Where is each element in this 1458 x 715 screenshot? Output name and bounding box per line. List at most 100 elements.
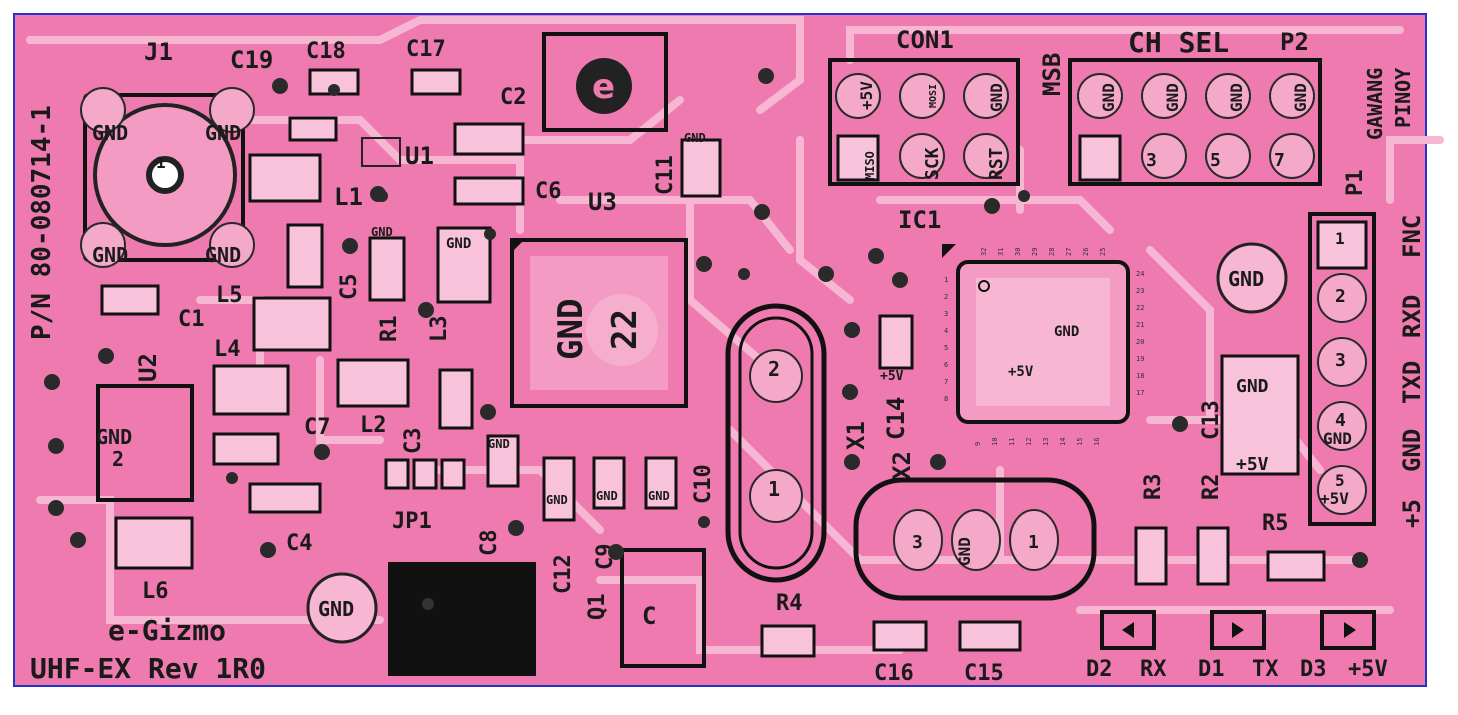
d1-label: D1 — [1198, 657, 1225, 682]
ic1-5v: +5V — [1008, 364, 1034, 380]
tagline-line-2: PINOY — [1391, 68, 1415, 128]
e-gizmo-logo: e — [542, 32, 668, 132]
p1-pin-2: 2 — [1335, 286, 1346, 307]
ic1-pin-4: 4 — [944, 327, 948, 335]
c16-part — [872, 620, 928, 652]
ic1-pin-22: 22 — [1136, 304, 1144, 312]
j1-gnd-bl: GND — [92, 243, 128, 267]
c1-label: C1 — [178, 307, 205, 332]
c15-part — [958, 620, 1022, 652]
c2-label: C2 — [500, 85, 527, 110]
u2-label: U2 — [134, 353, 162, 382]
r1-gnd: GND — [371, 225, 393, 239]
u2-gnd: GND — [96, 425, 132, 449]
brand-label: e-Gizmo — [108, 614, 226, 647]
gnd-mount-left-label: GND — [318, 597, 354, 621]
ic1-pin-16: 16 — [1093, 438, 1101, 446]
gnd-mount-right-label: GND — [1228, 267, 1264, 291]
c4-part — [248, 482, 322, 514]
ic1-pin-26: 26 — [1082, 248, 1090, 256]
p1-5v-side: +5 — [1398, 499, 1426, 528]
u3-pin-label: 22 — [605, 309, 645, 350]
ic1-pin-6: 6 — [944, 361, 948, 369]
jp1-jumper: JP1 — [384, 458, 466, 534]
c7-label: C7 — [304, 415, 331, 440]
c13-label: C13 — [1199, 400, 1224, 440]
p1-pin-3: 3 — [1335, 350, 1346, 371]
three-pin-connector: 3 GND 1 — [853, 477, 1097, 601]
smd-parts-top: GND GND GND — [100, 68, 722, 430]
c14-5v: +5V — [880, 369, 904, 384]
r3-part — [1134, 526, 1168, 586]
q1-c: C — [642, 602, 656, 630]
p1-5v: +5V — [1320, 489, 1349, 508]
u2-pin-2: 2 — [112, 447, 124, 471]
p1-gnd: GND — [1323, 429, 1352, 448]
gnd-mount-right: GND — [1216, 242, 1288, 314]
l6-part — [114, 516, 194, 570]
r4-label: R4 — [776, 591, 803, 616]
ic1-pin-17: 17 — [1136, 389, 1144, 397]
r3-label: R3 — [1141, 474, 1166, 501]
ic1-pin-25: 25 — [1099, 248, 1107, 256]
c18-label: C18 — [306, 39, 346, 64]
j1-connector: J1 GND GND GND GND 1 — [80, 38, 255, 268]
u3-gnd-label: GND — [551, 299, 591, 360]
p2-label: P2 — [1280, 28, 1309, 56]
c5-label: C5 — [337, 274, 362, 301]
l6-label: L6 — [142, 579, 169, 604]
large-ground-pad — [388, 562, 536, 676]
x2-label: X2 — [888, 451, 916, 480]
p2-gnd-4: GND — [1163, 83, 1182, 112]
ic1-pin-14: 14 — [1059, 438, 1067, 446]
ch-sel-label: CH SEL — [1128, 26, 1229, 59]
r5-label: R5 — [1262, 511, 1289, 536]
ic1-pin-10: 10 — [991, 438, 999, 446]
j1-gnd-br: GND — [205, 243, 241, 267]
led-diodes: D2 RX D1 TX D3 +5V — [1086, 610, 1388, 682]
p1-header: P1 1 2 3 4 GND 5 +5V FNC RXD TXD GND +5 — [1308, 170, 1426, 528]
u2-regulator: GND 2 U2 — [96, 353, 194, 502]
ic1-pin-13: 13 — [1042, 438, 1050, 446]
r5-part — [1266, 550, 1326, 582]
conn-pin-3: 3 — [912, 532, 923, 553]
ic1-pin-9: 9 — [974, 442, 982, 446]
j1-gnd-tr: GND — [205, 121, 241, 145]
board-title: UHF-EX Rev 1R0 — [30, 652, 266, 685]
r1-label: R1 — [377, 316, 402, 343]
conn-pin-1: 1 — [1028, 532, 1039, 553]
ic1-pin-15: 15 — [1076, 438, 1084, 446]
con1-mosi: MOSI — [928, 84, 939, 108]
c8-label: C8 — [477, 530, 502, 557]
p1-pin-1: 1 — [1335, 229, 1345, 248]
con1-label: CON1 — [896, 26, 954, 54]
crystal-x1: 2 1 — [725, 303, 827, 583]
c15-label: C15 — [964, 661, 1004, 686]
x1-pin-1: 1 — [768, 477, 780, 501]
l3-label: L3 — [427, 316, 452, 343]
ic1-pin-31: 31 — [997, 248, 1005, 256]
p1-pin-4: 4 — [1335, 410, 1346, 431]
p2-pin-3: 3 — [1146, 150, 1157, 171]
ic1-pin-28: 28 — [1048, 248, 1056, 256]
ic1-pin-8: 8 — [944, 395, 948, 403]
r2-label: R2 — [1199, 474, 1224, 501]
c10-gnd: GND — [648, 489, 670, 503]
x1-label: X1 — [842, 421, 870, 450]
q1-label: Q1 — [585, 594, 610, 621]
c4-label: C4 — [286, 531, 313, 556]
p1-label: P1 — [1343, 170, 1368, 197]
c16-label: C16 — [874, 661, 914, 686]
c6-label: C6 — [535, 179, 562, 204]
p2-gnd-2: GND — [1099, 83, 1118, 112]
c11-label: C11 — [653, 155, 678, 195]
con1-5v: +5V — [857, 81, 876, 110]
d3-label: D3 — [1300, 657, 1327, 682]
ic1-gnd: GND — [1054, 324, 1079, 340]
c12-gnd: GND — [546, 493, 568, 507]
ic1-pin-27: 27 — [1065, 248, 1073, 256]
ic1-pin-1: 1 — [944, 276, 948, 284]
c13-5v: +5V — [1236, 454, 1269, 475]
